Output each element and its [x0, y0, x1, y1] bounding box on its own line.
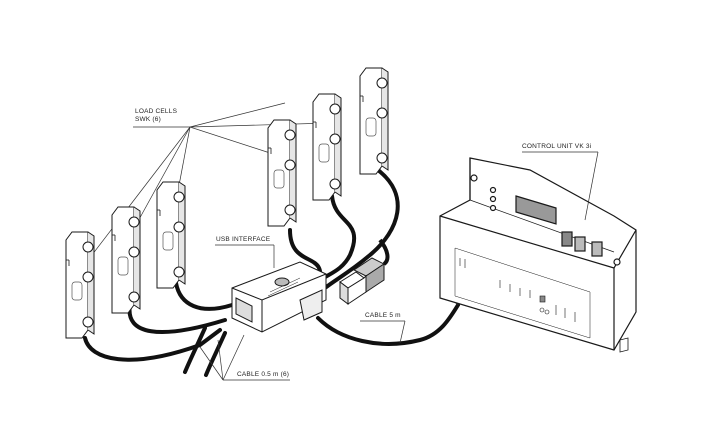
button-1: [561, 231, 573, 247]
usb-interface-hub: [231, 261, 327, 333]
label-cable-cells: CABLE 0.5 m (6): [237, 371, 290, 378]
label-usb-interface: USB INTERFACE: [216, 236, 271, 243]
usb-plug: [339, 238, 390, 305]
label-cable-main: CABLE 5 m: [365, 312, 401, 319]
label-control-unit: CONTROL UNIT VK 3i: [522, 143, 592, 150]
label-load-cells-line1: LOAD CELLS: [135, 108, 178, 115]
load-cell-3: [156, 181, 186, 289]
led-3: [489, 204, 497, 212]
load-cell-1: [65, 231, 95, 339]
led-1: [489, 186, 497, 194]
led-2: [489, 195, 497, 203]
cable-cells-leader: [199, 334, 290, 381]
load-cell-6: [359, 67, 389, 175]
display-window: [515, 195, 557, 225]
screw-icon: [470, 174, 478, 182]
load-cells-leaders: [81, 102, 331, 269]
label-load-cells: LOAD CELLS SWK (6): [135, 108, 177, 124]
screw-icon: [613, 258, 621, 266]
control-unit-leader: [522, 151, 599, 221]
cable-main-leader: [360, 320, 406, 344]
usb-interface-leader: [215, 244, 275, 268]
label-load-cells-line2: SWK (6): [135, 116, 161, 123]
load-cell-cables: [83, 168, 460, 377]
load-cell-4: [267, 119, 297, 227]
load-cell-2: [111, 206, 141, 314]
button-2: [574, 236, 586, 252]
button-3: [591, 241, 603, 257]
control-unit: [439, 157, 637, 353]
load-cell-5: [312, 93, 342, 201]
